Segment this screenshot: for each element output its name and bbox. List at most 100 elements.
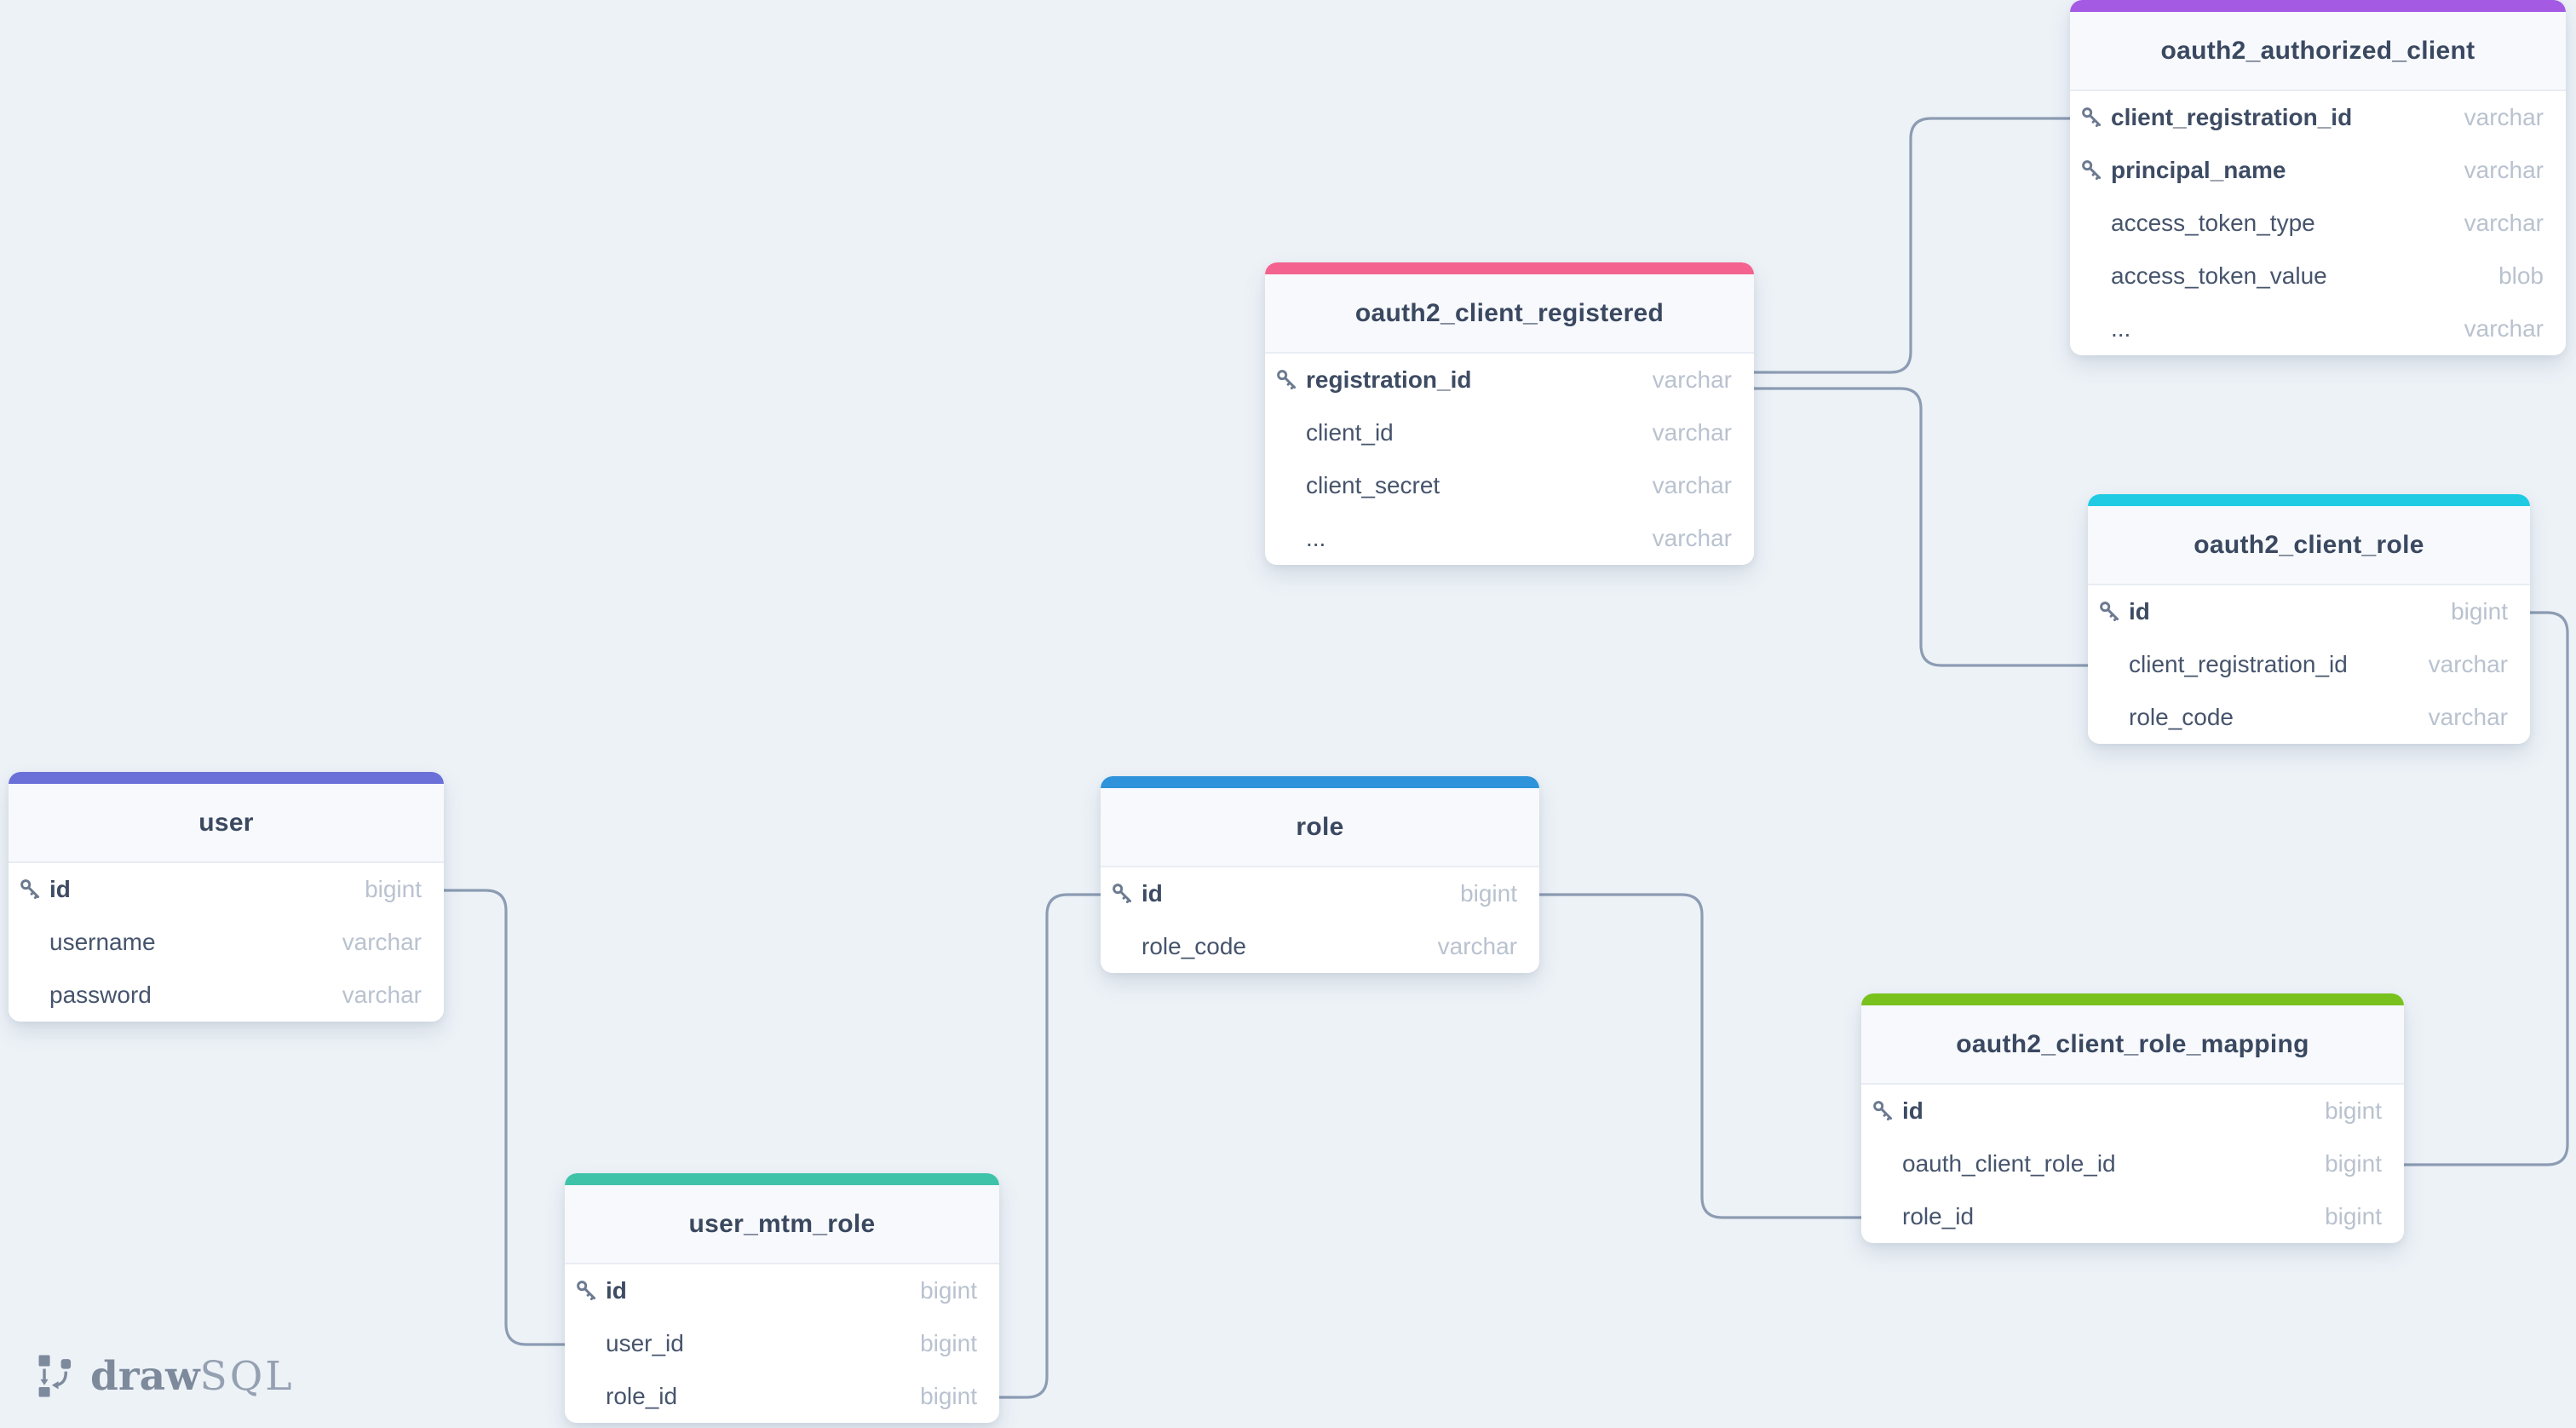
column-type: bigint [1460,880,1517,907]
column-type: bigint [365,876,422,902]
table-column-row[interactable]: principal_name varchar [2070,144,2566,197]
table-card-oauth2_client_role_mapping[interactable]: oauth2_client_role_mapping id bigint oau… [1861,993,2404,1243]
column-name: id [606,1277,627,1304]
table-column-row[interactable]: id bigint [1861,1085,2404,1137]
table-columns: id bigint client_registration_id varchar… [2088,585,2530,744]
table-column-row[interactable]: client_registration_id varchar [2088,638,2530,691]
column-name: id [49,876,71,902]
logo-draw-label: draw [90,1352,200,1400]
primary-key-icon [1277,370,1297,390]
table-column-row[interactable]: oauth_client_role_id bigint [1861,1137,2404,1190]
table-column-row[interactable]: client_id varchar [1265,406,1754,459]
table-accent-bar [1265,262,1754,274]
table-card-user_mtm_role[interactable]: user_mtm_role id bigint user_id bigint r… [565,1173,999,1423]
column-name: role_id [1902,1203,1975,1229]
table-accent-bar [2088,494,2530,506]
column-type: varchar [342,929,422,955]
column-name: principal_name [2111,157,2286,183]
table-column-row[interactable]: id bigint [2088,585,2530,638]
column-name: ... [1306,525,1326,551]
relationship-role.id--oauth2_client_role_mapping.role_id[interactable] [1538,893,1863,1219]
table-name: user_mtm_role [688,1209,876,1238]
column-name: ... [2111,315,2131,342]
table-card-oauth2_authorized_client[interactable]: oauth2_authorized_client client_registra… [2070,0,2566,355]
table-column-row[interactable]: role_code varchar [2088,691,2530,744]
column-name: id [1902,1097,1923,1124]
table-column-row[interactable]: client_registration_id varchar [2070,91,2566,144]
column-name: registration_id [1306,366,1472,393]
column-type: varchar [1437,933,1517,959]
primary-key-icon [20,879,40,900]
table-accent-bar [565,1173,999,1185]
column-type: bigint [2325,1150,2382,1177]
relationship-oauth2_client_role.id--oauth2_client_role_mapping.oauth_client_role_id[interactable] [2402,611,2569,1166]
relationship-role.id--user_mtm_role.role_id[interactable] [998,893,1102,1399]
table-column-row[interactable]: access_token_type varchar [2070,197,2566,250]
column-name: client_secret [1306,472,1440,498]
table-column-row[interactable]: access_token_value blob [2070,250,2566,302]
table-column-row[interactable]: registration_id varchar [1265,354,1754,406]
table-column-row[interactable]: ... varchar [2070,302,2566,355]
table-columns: id bigint role_code varchar [1101,867,1539,973]
column-name: client_id [1306,419,1394,446]
table-header: oauth2_authorized_client [2070,12,2566,91]
logo-sql-label: SQL [199,1352,295,1400]
column-name: access_token_value [2111,262,2327,289]
column-type: varchar [1652,472,1732,498]
table-name: user [198,808,254,837]
table-column-row[interactable]: id bigint [9,863,444,916]
column-name: oauth_client_role_id [1902,1150,2116,1177]
table-card-user[interactable]: user id bigint username varchar password… [9,772,444,1022]
table-accent-bar [2070,0,2566,12]
column-type: blob [2498,262,2544,289]
column-type: bigint [920,1383,977,1409]
column-name: role_id [606,1383,678,1409]
column-type: varchar [2464,315,2544,342]
table-card-role[interactable]: role id bigint role_code varchar [1101,776,1539,973]
table-column-row[interactable]: id bigint [1101,867,1539,920]
relationship-oauth2_client_registered.registration_id--oauth2_authorized_client.client_registration_id[interactable] [1754,117,2073,374]
column-type: varchar [2464,210,2544,236]
primary-key-icon [2082,160,2102,181]
table-column-row[interactable]: role_code varchar [1101,920,1539,973]
table-header: user_mtm_role [565,1185,999,1264]
drawsql-logo-icon [38,1355,72,1397]
column-type: bigint [920,1277,977,1304]
relationship-oauth2_client_registered.registration_id--oauth2_client_role.client_registration_id[interactable] [1754,387,2091,667]
table-column-row[interactable]: role_id bigint [1861,1190,2404,1243]
table-name: oauth2_authorized_client [2160,36,2475,65]
table-name: oauth2_client_role [2194,530,2424,559]
table-name: oauth2_client_registered [1354,298,1665,327]
table-column-row[interactable]: client_secret varchar [1265,459,1754,512]
column-name: role_code [1141,933,1246,959]
table-header: oauth2_client_role [2088,506,2530,585]
column-type: varchar [1652,525,1732,551]
table-column-row[interactable]: user_id bigint [565,1317,999,1370]
table-card-oauth2_client_role[interactable]: oauth2_client_role id bigint client_regi… [2088,494,2530,744]
table-header: oauth2_client_registered [1265,274,1754,354]
column-name: access_token_type [2111,210,2315,236]
column-name: username [49,929,156,955]
table-column-row[interactable]: id bigint [565,1264,999,1317]
table-name: role [1296,812,1344,841]
drawsql-logo[interactable]: drawSQL [37,1350,295,1402]
table-name: oauth2_client_role_mapping [1956,1029,2309,1058]
table-columns: id bigint username varchar password varc… [9,863,444,1022]
column-type: bigint [2451,598,2508,625]
primary-key-icon [1873,1101,1893,1121]
table-accent-bar [1861,993,2404,1005]
table-column-row[interactable]: role_id bigint [565,1370,999,1423]
column-name: password [49,982,152,1008]
table-accent-bar [1101,776,1539,788]
table-column-row[interactable]: username varchar [9,916,444,969]
relationship-user.id--user_mtm_role.user_id[interactable] [442,889,568,1346]
table-card-oauth2_client_registered[interactable]: oauth2_client_registered registration_id… [1265,262,1754,565]
column-type: bigint [2325,1097,2382,1124]
primary-key-icon [2100,602,2119,622]
table-column-row[interactable]: password varchar [9,969,444,1022]
table-column-row[interactable]: ... varchar [1265,512,1754,565]
column-name: client_registration_id [2129,651,2348,677]
column-name: client_registration_id [2111,104,2353,130]
